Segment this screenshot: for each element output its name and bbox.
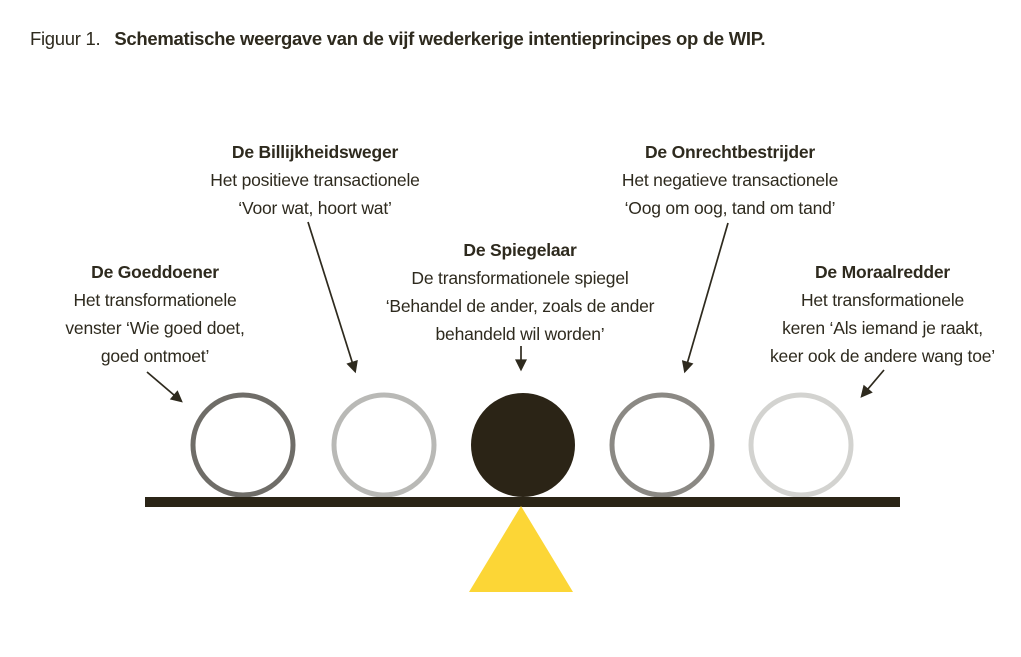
principle-name: De Onrechtbestrijder <box>644 142 816 162</box>
principle-block-spiegelaar: De Spiegelaar De transformationele spieg… <box>355 236 685 348</box>
principle-description-line: Het transformationele <box>73 290 237 310</box>
principle-block-billijkheidsweger: De Billijkheidsweger Het positieve trans… <box>175 138 455 222</box>
principle-description-line: keer ook de andere wang toe’ <box>770 346 995 366</box>
arrow-icon-goeddoener <box>146 371 183 403</box>
arrow-icon-onrechtbestrijder <box>681 222 729 374</box>
principle-name: De Spiegelaar <box>463 240 577 260</box>
arrow-icon-moraalredder <box>860 369 885 398</box>
principle-name: De Moraalredder <box>814 262 951 282</box>
circle-billijkheidsweger <box>331 392 437 498</box>
principle-description-line: Het positieve transactionele <box>210 170 420 190</box>
arrow-icon-billijkheidsweger <box>307 221 358 374</box>
principle-description-line: venster ‘Wie goed doet, <box>65 318 245 338</box>
principle-description-line: ‘Voor wat, hoort wat’ <box>238 198 392 218</box>
principle-name: De Billijkheidsweger <box>231 142 399 162</box>
principle-block-onrechtbestrijder: De Onrechtbestrijder Het negatieve trans… <box>590 138 870 222</box>
principle-description-line: keren ‘Als iemand je raakt, <box>782 318 983 338</box>
circle-goeddoener <box>190 392 296 498</box>
principle-description-line: behandeld wil worden’ <box>435 324 605 344</box>
principle-name: De Goeddoener <box>91 262 219 282</box>
principle-description-line: Het negatieve transactionele <box>621 170 839 190</box>
principle-description-line: ‘Behandel de ander, zoals de ander <box>385 296 655 316</box>
circle-moraalredder <box>748 392 854 498</box>
principle-description-line: ‘Oog om oog, tand om tand’ <box>624 198 836 218</box>
balance-beam <box>145 497 900 507</box>
principle-block-moraalredder: De Moraalredder Het transformationele ke… <box>745 258 1020 370</box>
figure-label: Figuur 1. <box>30 28 101 49</box>
fulcrum-triangle <box>469 506 573 592</box>
figure-caption: Figuur 1. Schematische weergave van de vi… <box>30 28 766 50</box>
circle-spiegelaar <box>471 393 575 497</box>
principle-block-goeddoener: De Goeddoener Het transformationele vens… <box>40 258 270 370</box>
principle-description-line: De transformationele spiegel <box>411 268 629 288</box>
principle-description-line: Het transformationele <box>800 290 965 310</box>
circle-onrechtbestrijder <box>609 392 715 498</box>
principle-description-line: goed ontmoet’ <box>100 346 210 366</box>
figure-title: Schematische weergave van de vijf wederk… <box>114 28 766 49</box>
